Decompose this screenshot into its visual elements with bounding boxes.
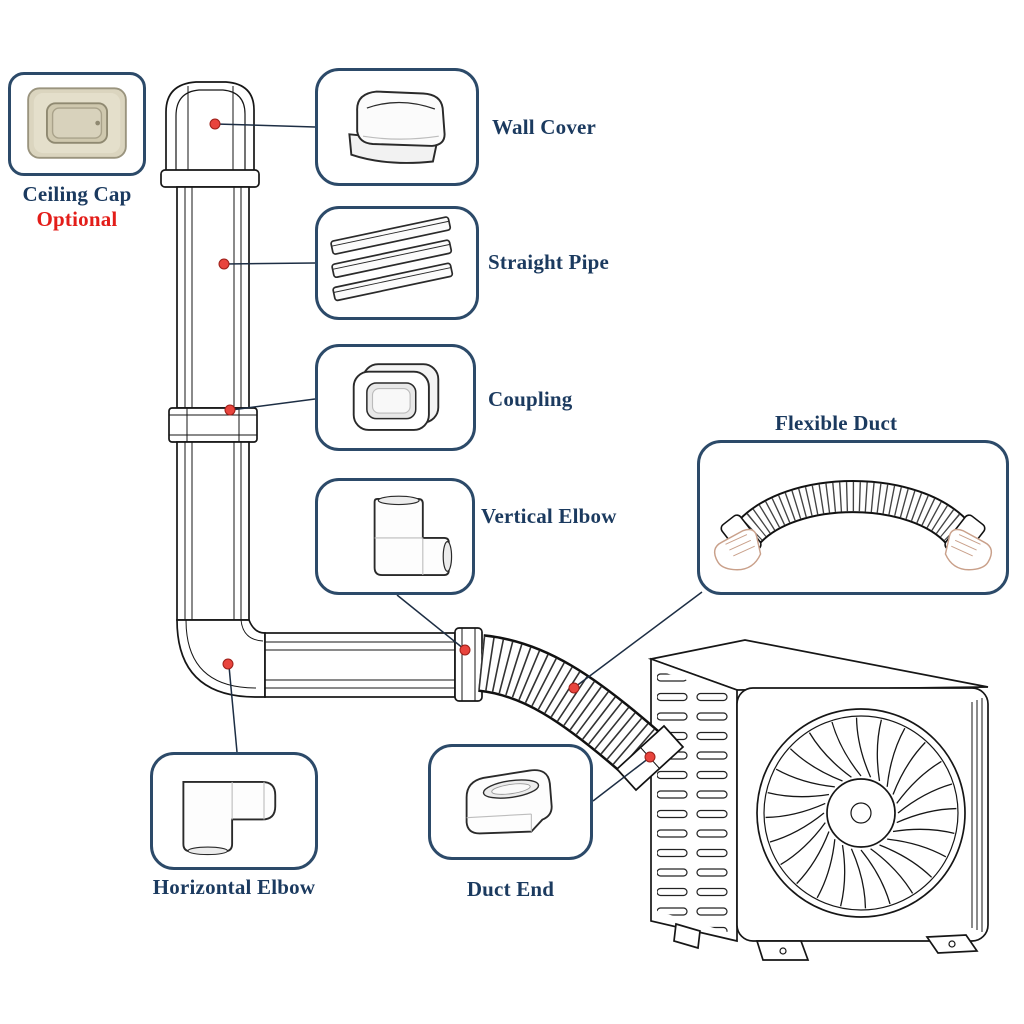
callout-straight-pipe: [315, 206, 479, 320]
straight-pipe-label: Straight Pipe: [488, 250, 610, 274]
horizontal-elbow-icon: [182, 781, 277, 856]
ac-foot-right: [925, 934, 979, 954]
callout-ceiling-cap: [8, 72, 146, 176]
vertical-elbow-part: [454, 627, 483, 702]
callout-coupling: [315, 344, 476, 451]
horizontal-elbow-label: Horizontal Elbow: [152, 875, 316, 899]
duct-end-icon: [465, 769, 553, 835]
marker-wall-cover: [209, 118, 221, 130]
vertical-elbow-icon: [373, 495, 453, 576]
marker-vertical-elbow: [459, 644, 471, 656]
vertical-elbow-label: Vertical Elbow: [481, 504, 617, 528]
ac-outdoor-unit-drawing: [647, 639, 989, 961]
leader-lines: [215, 123, 703, 802]
leader-coupling: [230, 398, 316, 411]
ceiling-cap-optional-label: Optional: [36, 207, 118, 231]
flexible-duct-icon: [713, 480, 993, 571]
marker-coupling: [224, 404, 236, 416]
straight-pipe-icon: [330, 216, 454, 302]
callout-flexible-duct: [697, 440, 1009, 595]
left-hand-icon: [713, 528, 762, 571]
wall-cover-icon: [348, 90, 446, 164]
ac-fan-grille: [756, 708, 966, 918]
horizontal-elbow-part: [176, 619, 266, 698]
callout-vertical-elbow: [315, 478, 475, 595]
marker-duct-end: [644, 751, 656, 763]
wall-cover-label: Wall Cover: [492, 115, 597, 139]
duct-end-label: Duct End: [466, 877, 555, 901]
wall-cover-part: [165, 81, 255, 185]
coupling-part: [168, 407, 258, 443]
leader-straight-pipe: [224, 262, 316, 265]
leader-wall-cover: [215, 123, 316, 128]
marker-straight-pipe: [218, 258, 230, 270]
straight-pipe-part: [176, 186, 250, 409]
marker-flexible-duct: [568, 682, 580, 694]
ac-foot-back: [673, 922, 701, 950]
right-hand-icon: [944, 528, 993, 571]
marker-horizontal-elbow: [222, 658, 234, 670]
callout-duct-end: [428, 744, 593, 860]
leader-duct-end: [592, 757, 650, 802]
ac-foot-left: [755, 940, 810, 961]
coupling-icon: [352, 362, 439, 431]
ceiling-cap-icon: [27, 87, 127, 159]
part-markers: [209, 118, 656, 763]
leader-vertical-elbow: [396, 594, 465, 650]
line-set-cover-drawing: [160, 81, 483, 702]
leader-flexible-duct: [574, 591, 703, 688]
callout-wall-cover: [315, 68, 479, 186]
coupling-label: Coupling: [488, 387, 573, 411]
ceiling-cap-label: Ceiling Cap: [22, 182, 132, 206]
flexible-duct-label: Flexible Duct: [775, 411, 898, 435]
leader-horizontal-elbow: [228, 665, 238, 753]
callout-horizontal-elbow: [150, 752, 318, 870]
ac-louver-grid: [657, 670, 731, 933]
